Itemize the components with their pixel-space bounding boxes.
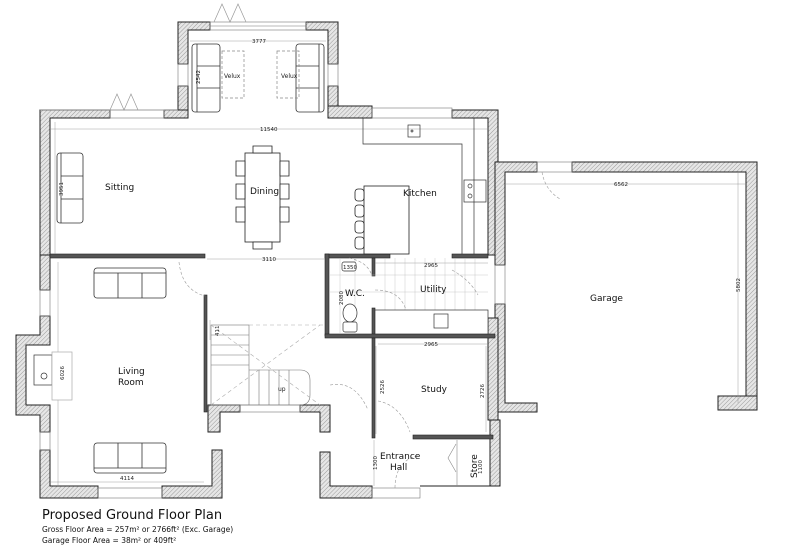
external-walls	[15, 21, 758, 499]
bay-sofa-right	[295, 43, 325, 113]
room-label-living-1: Living	[118, 367, 145, 377]
bifold-doors	[40, 3, 247, 111]
dim-bay-depth: 2542	[196, 70, 202, 84]
living-sofa-top	[93, 267, 167, 299]
plan-title: Proposed Ground Floor Plan	[42, 508, 223, 523]
room-label-living-2: Room	[118, 378, 144, 388]
gross-floor-area: Gross Floor Area = 257m² or 2766ft² (Exc…	[42, 525, 234, 534]
velux-label-right: Velux	[281, 73, 298, 80]
dim-study-depth-right: 2726	[480, 384, 486, 398]
wc-fixtures	[341, 261, 358, 333]
room-label-study: Study	[421, 385, 448, 395]
dim-wc-width: 1350	[343, 265, 357, 271]
kitchen-units	[362, 118, 487, 254]
dim-hall-width: 3110	[262, 257, 276, 263]
dim-bay-width: 3777	[252, 39, 266, 45]
room-label-garage: Garage	[590, 294, 623, 304]
room-label-kitchen: Kitchen	[403, 189, 437, 199]
dim-living-width: 4114	[120, 476, 134, 482]
dim-main-width: 11540	[260, 127, 278, 133]
room-label-entrance-2: Hall	[390, 463, 407, 473]
dim-wc-depth: 2080	[339, 291, 345, 305]
dim-garage-width: 6562	[614, 182, 628, 188]
dim-garage-depth: 5802	[736, 278, 742, 292]
kitchen-island	[354, 185, 410, 255]
utility-tiles	[329, 258, 488, 334]
dim-entrance-depth: 1300	[373, 456, 379, 470]
fireplace	[33, 351, 73, 401]
dim-store-depth: 1100	[478, 460, 484, 474]
room-label-wc: W.C.	[345, 289, 365, 299]
utility-worktop	[374, 309, 489, 335]
dim-sitting-depth: 3951	[59, 182, 65, 196]
dim-study-width: 2965	[424, 342, 438, 348]
store-bifold	[447, 440, 458, 486]
room-label-utility: Utility	[420, 285, 447, 295]
stair-up-label: up	[278, 386, 286, 393]
garage-floor-area: Garage Floor Area = 38m² or 409ft²	[42, 536, 177, 545]
dim-living-depth: 6026	[60, 366, 66, 380]
title-block: Proposed Ground Floor Plan Gross Floor A…	[42, 508, 233, 546]
staircase	[210, 324, 325, 406]
velux-label-left: Velux	[224, 73, 241, 80]
bay-sofa-left	[191, 43, 221, 113]
room-label-entrance-1: Entrance	[380, 452, 421, 462]
dim-utility-width: 2965	[424, 263, 438, 269]
living-sofa-bottom	[93, 442, 167, 474]
room-label-sitting: Sitting	[105, 183, 134, 193]
door-swings	[178, 171, 561, 489]
velux-rooflights	[221, 50, 300, 99]
windows	[39, 21, 573, 499]
dining-table	[235, 145, 290, 250]
room-label-store: Store	[470, 454, 480, 478]
dim-stair: 411	[215, 326, 221, 337]
dim-study-depth-left: 2526	[380, 380, 386, 394]
sitting-sofa	[56, 152, 84, 224]
room-label-dining: Dining	[250, 187, 279, 197]
